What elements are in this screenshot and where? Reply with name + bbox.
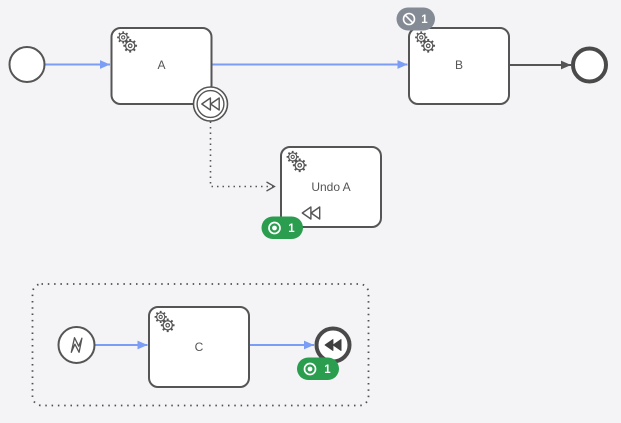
event-subprocess[interactable]: [31, 283, 370, 407]
compensation-boundary-event[interactable]: [192, 86, 229, 122]
task-b[interactable]: B: [408, 27, 510, 105]
token-badge-pill: [297, 357, 339, 380]
token-badge-count: 1: [324, 364, 331, 376]
task-c-label: C: [195, 340, 204, 354]
compensation-association[interactable]: [209, 121, 276, 192]
canceled-badge-pill: [396, 7, 435, 31]
task-undo-a[interactable]: Undo A: [280, 146, 382, 228]
token-badge-compensation-end: 1: [297, 357, 339, 380]
task-a-label: A: [157, 58, 165, 72]
task-a[interactable]: A: [110, 27, 213, 105]
start-event[interactable]: [8, 46, 46, 83]
token-badge-count: 1: [288, 223, 295, 235]
canceled-badge-b: 1: [396, 7, 435, 31]
error-start-event[interactable]: [57, 326, 96, 364]
task-b-label: B: [455, 58, 463, 72]
task-c[interactable]: C: [148, 306, 250, 388]
task-undo-a-label: Undo A: [311, 180, 350, 194]
canceled-badge-count: 1: [421, 14, 428, 26]
compensation-end-event[interactable]: [314, 326, 352, 364]
end-event[interactable]: [571, 46, 608, 84]
token-badge-pill: [261, 216, 303, 239]
token-badge-undo-a: 1: [261, 216, 303, 239]
